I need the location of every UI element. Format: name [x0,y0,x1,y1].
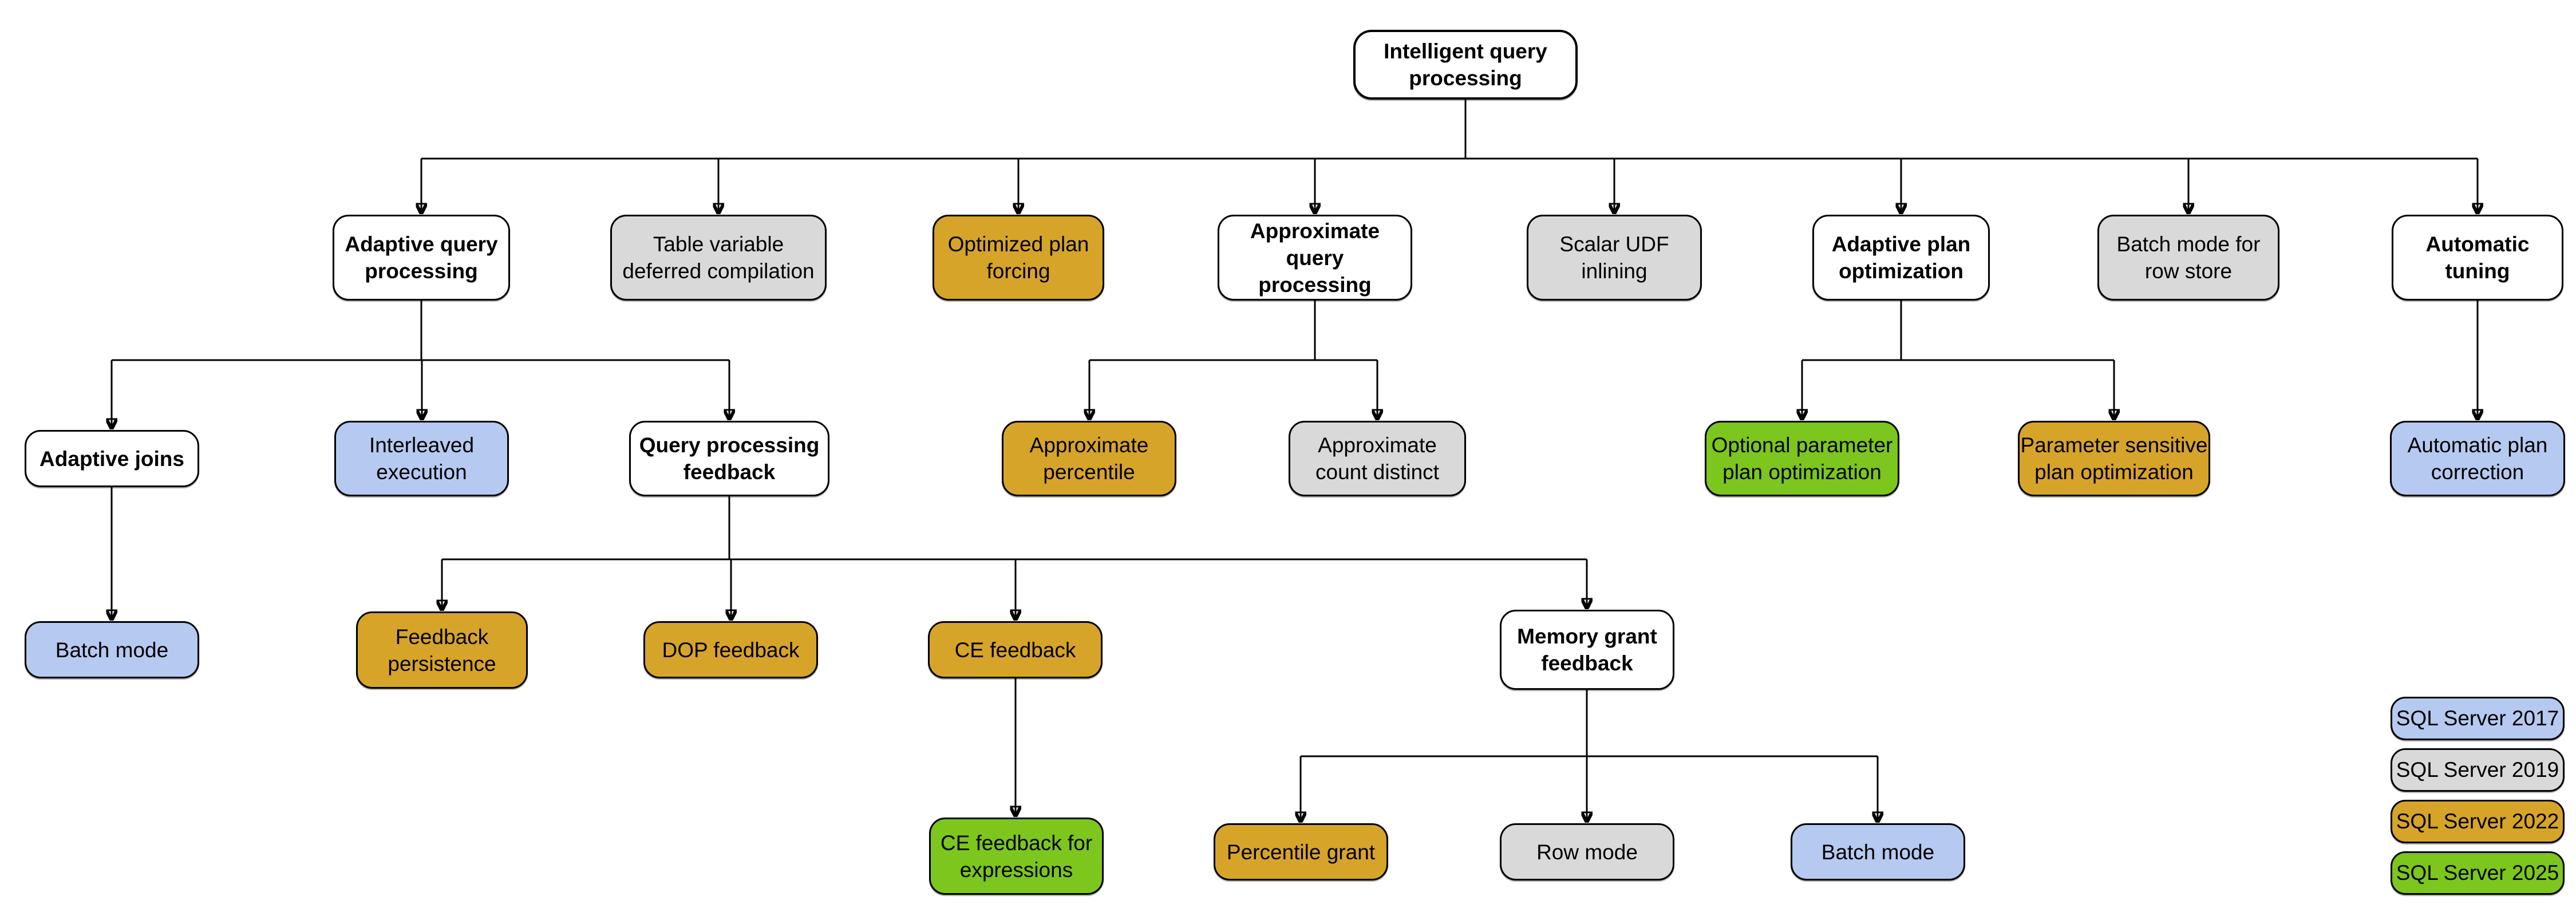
node-dopf: DOP feedback [643,621,818,678]
node-acd: Approximate count distinct [1289,421,1466,496]
node-label: DOP feedback [662,638,800,662]
node-label: CE feedback [954,638,1076,662]
node-label: Batch mode [1821,840,1935,864]
node-aqp: Adaptive query processing [333,215,510,301]
legend-label: SQL Server 2019 [2396,758,2559,781]
node-label: CE feedback for expressions [940,831,1093,882]
node-opf: Optimized plan forcing [933,215,1104,301]
legend-label: SQL Server 2017 [2396,706,2559,730]
node-aqproc: Approximate query processing [1218,215,1412,301]
legend-item-2025: SQL Server 2025 [2391,851,2565,895]
node-pspo: Parameter sensitive plan optimization [2018,421,2210,496]
node-label: Intelligent query processing [1384,40,1547,90]
node-label: Adaptive query processing [345,232,498,283]
node-label: Automatic tuning [2425,232,2530,283]
node-label: Approximate percentile [1029,433,1149,484]
legend-label: SQL Server 2022 [2396,810,2559,833]
node-label: Adaptive joins [39,447,184,471]
node-label: Scalar UDF inlining [1559,232,1669,283]
legend-label: SQL Server 2025 [2396,861,2559,885]
node-cefe: CE feedback for expressions [929,818,1104,895]
node-ie: Interleaved execution [334,421,509,496]
node-label: Approximate count distinct [1315,433,1439,484]
node-oppo: Optional parameter plan optimization [1705,421,1899,496]
node-label: Row mode [1536,840,1638,864]
node-aj: Adaptive joins [25,430,199,487]
legend-item-2022: SQL Server 2022 [2391,800,2565,843]
node-label: Interleaved execution [369,433,475,484]
node-fp: Feedback persistence [356,611,528,689]
legend-item-2019: SQL Server 2019 [2391,748,2565,792]
node-label: Memory grant feedback [1517,625,1657,675]
node-label: Adaptive plan optimization [1831,232,1971,283]
node-iqp: Intelligent query processing [1353,30,1578,100]
node-at: Automatic tuning [2392,215,2563,301]
node-apct: Approximate percentile [1002,421,1176,496]
node-bmrs: Batch mode for row store [2097,215,2279,301]
node-label: Approximate query processing [1250,219,1380,297]
node-label: Query processing feedback [639,433,820,484]
node-pg: Percentile grant [1214,823,1388,881]
node-label: Batch mode for row store [2116,232,2261,283]
node-apc: Automatic plan correction [2390,421,2565,496]
node-label: Parameter sensitive plan optimization [2020,433,2208,484]
node-sudf: Scalar UDF inlining [1527,215,1702,301]
node-rm: Row mode [1500,823,1674,881]
node-bm2: Batch mode [1791,823,1965,881]
node-mgf: Memory grant feedback [1500,610,1674,690]
node-label: Feedback persistence [388,625,496,676]
node-label: Automatic plan correction [2407,433,2548,484]
node-apo: Adaptive plan optimization [1812,215,1990,301]
node-label: Table variable deferred compilation [622,232,815,283]
node-label: Percentile grant [1226,840,1376,864]
node-label: Optimized plan forcing [947,232,1089,283]
node-tvdc: Table variable deferred compilation [610,215,827,301]
node-qpf: Query processing feedback [629,421,829,496]
legend-item-2017: SQL Server 2017 [2391,697,2565,740]
node-label: Batch mode [55,638,169,662]
node-cef: CE feedback [928,621,1103,678]
node-label: Optional parameter plan optimization [1711,433,1893,484]
node-bm1: Batch mode [25,621,199,678]
